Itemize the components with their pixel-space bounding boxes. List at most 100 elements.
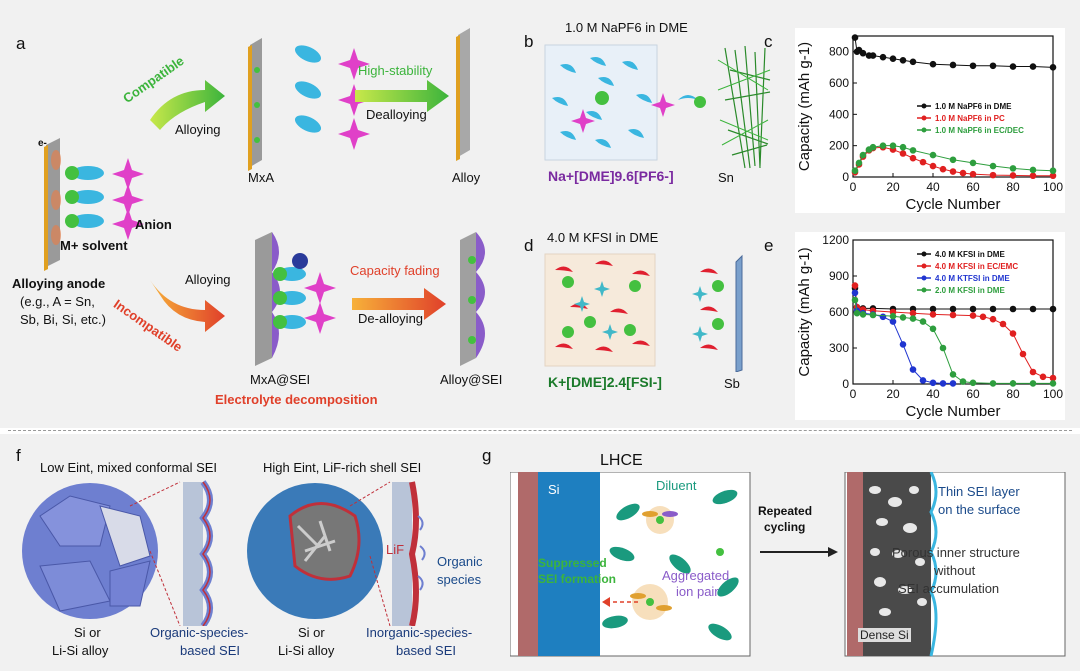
x-tick-label: 0 (850, 387, 857, 401)
data-point (909, 58, 917, 66)
mxa-sei-plate (255, 232, 336, 366)
data-point (1029, 368, 1037, 376)
panel-divider (8, 430, 1072, 431)
data-point (969, 159, 977, 167)
data-point (899, 143, 907, 151)
series-2: 1.0 M NaPF6 in EC/DEC (851, 126, 1057, 175)
data-point (949, 156, 957, 164)
data-point (1049, 374, 1057, 382)
lif-label: LiF (386, 542, 405, 557)
data-point (909, 147, 917, 154)
legend-label: 2.0 M KFSI in DME (935, 286, 1005, 295)
thin-sei-line-2: on the surface (938, 502, 1021, 517)
data-point (879, 313, 887, 321)
x-tick-label: 20 (886, 387, 900, 401)
series-3: 2.0 M KFSI in DME (851, 286, 1057, 387)
data-point (889, 142, 897, 149)
panel-g-graphics (510, 472, 1066, 657)
data-point (959, 378, 967, 385)
data-point (999, 320, 1007, 328)
data-point (909, 309, 917, 317)
inorganic-sei-line-2: based SEI (396, 643, 456, 658)
aggregated-ion-pair (630, 506, 724, 620)
data-point (859, 151, 867, 159)
anion-label: Anion (135, 217, 172, 232)
data-point (919, 158, 927, 166)
y-tick-label: 400 (829, 107, 849, 121)
free-solvent-anion (294, 45, 370, 150)
data-point (969, 305, 977, 313)
panel-b-title: 1.0 M NaPF6 in DME (565, 20, 688, 35)
x-axis-label: Cycle Number (905, 196, 1000, 213)
high-eint-particle (247, 483, 383, 619)
x-tick-label: 80 (1006, 180, 1020, 194)
organic-label-2: species (437, 572, 482, 587)
panel-a-graphics (44, 28, 485, 366)
data-point (1019, 350, 1027, 358)
data-point (909, 154, 917, 162)
panel-d-graphics (544, 253, 743, 372)
data-point (949, 61, 957, 69)
y-tick-label: 300 (829, 341, 849, 355)
data-point (929, 379, 937, 387)
porous-line-2: without (934, 563, 976, 578)
panel-f-graphics (22, 480, 426, 626)
legend-swatch (921, 103, 927, 109)
y-tick-label: 900 (829, 269, 849, 283)
data-point (989, 171, 997, 179)
porous-line-1: Porous inner structure (892, 545, 1020, 560)
data-point (909, 366, 917, 373)
legend-label: 1.0 M NaPF6 in EC/DEC (935, 126, 1024, 135)
data-point (1009, 305, 1017, 313)
high-eint-title: High Eint, LiF-rich shell SEI (263, 460, 422, 475)
legend-label: 1.0 M NaPF6 in PC (935, 114, 1005, 123)
data-point (969, 170, 977, 178)
data-point (855, 159, 863, 167)
example-line-1: (e.g., A = Sn, (20, 294, 95, 309)
data-point (851, 289, 859, 297)
si-left-line-2: Li-Si alloy (52, 643, 109, 658)
data-point (1029, 166, 1037, 174)
inorganic-sei-line-1: Inorganic-species- (366, 625, 473, 640)
legend-label: 4.0 M KFSI in DME (935, 250, 1005, 259)
y-axis-label: Capacity (mAh g-1) (796, 247, 813, 376)
legend-label: 4.0 M KFSI in EC/EMC (935, 262, 1018, 271)
x-tick-label: 100 (1043, 387, 1063, 401)
data-point (929, 305, 937, 313)
si-right-line-1: Si or (298, 625, 325, 640)
x-axis-label: Cycle Number (905, 403, 1000, 420)
panel-b-formula: Na+[DME]9.6[PF6-] (548, 168, 674, 184)
legend-swatch (921, 275, 927, 281)
x-tick-label: 40 (926, 387, 940, 401)
incompatible-arrow (150, 280, 225, 332)
legend-swatch (921, 287, 927, 293)
y-tick-label: 0 (842, 170, 849, 184)
low-eint-title: Low Eint, mixed conformal SEI (40, 460, 218, 475)
data-point (1039, 373, 1047, 381)
organic-sei-line-2: based SEI (180, 643, 240, 658)
data-point (869, 52, 877, 59)
panel-d-metal: Sb (724, 376, 740, 391)
data-point (969, 62, 977, 70)
plot-frame (852, 35, 1054, 178)
data-point (969, 379, 977, 387)
capacity-fading-label: Capacity fading (350, 263, 440, 278)
legend-swatch (921, 251, 927, 257)
data-point (1009, 330, 1017, 337)
alloy-sei-plate (460, 232, 485, 366)
electron-label: e- (38, 138, 47, 149)
data-point (969, 312, 977, 319)
data-point (1009, 165, 1017, 172)
panel-label-g: g (482, 446, 492, 465)
data-point (859, 311, 867, 318)
data-point (939, 344, 947, 352)
data-point (869, 311, 877, 319)
data-point (929, 311, 937, 318)
data-point (989, 380, 997, 387)
data-point (859, 49, 867, 57)
high-stability-arrow (355, 80, 449, 112)
data-point (1049, 167, 1057, 175)
panel-label-d: d (524, 236, 534, 255)
